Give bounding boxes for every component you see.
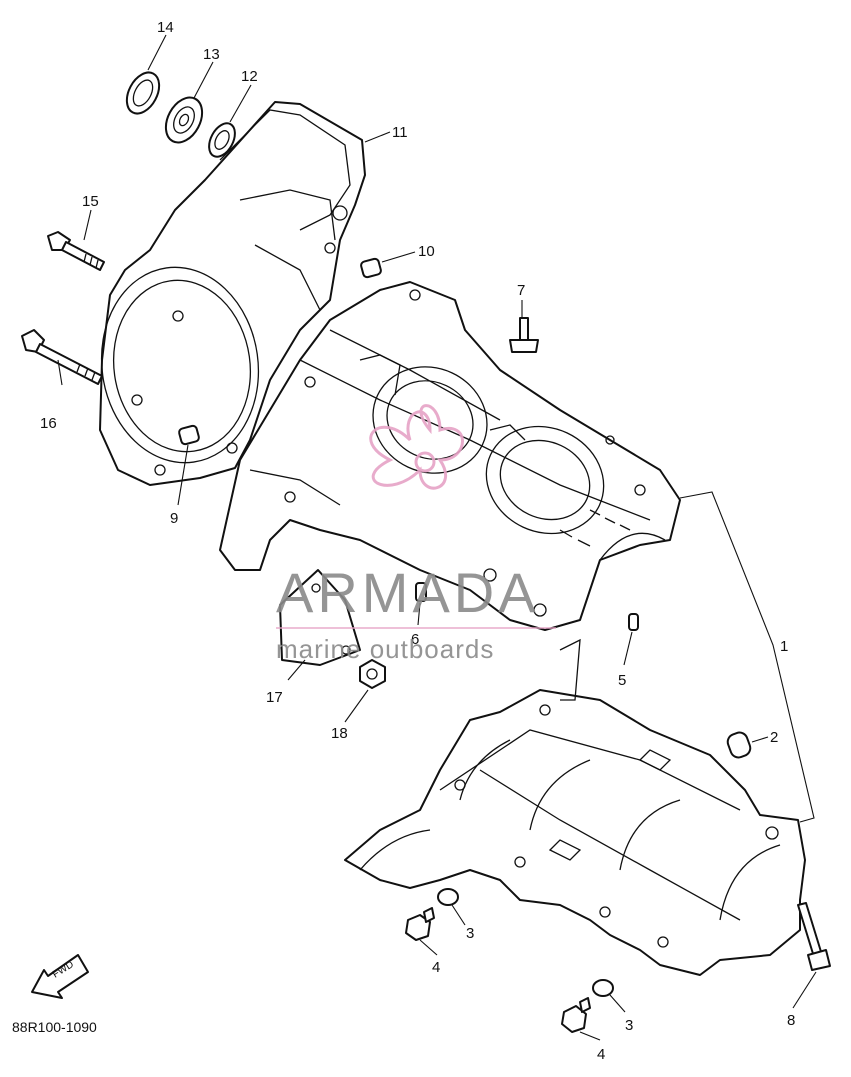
part-15-bolt bbox=[47, 231, 105, 271]
callout-3a: 3 bbox=[466, 925, 474, 942]
diagram-code: 88R100-1090 bbox=[12, 1019, 97, 1035]
callout-17: 17 bbox=[266, 689, 283, 706]
callout-10: 10 bbox=[418, 243, 435, 260]
part-2-dowel bbox=[726, 731, 752, 759]
callout-9: 9 bbox=[170, 510, 178, 527]
callout-11: 11 bbox=[392, 124, 408, 141]
callout-15: 15 bbox=[82, 193, 99, 210]
part-11-crankcase-cover bbox=[99, 101, 366, 486]
part-5-pin bbox=[628, 613, 639, 631]
callout-7: 7 bbox=[517, 282, 525, 299]
watermark-brand: ARMADA bbox=[276, 561, 540, 624]
part-9-dowel bbox=[178, 424, 200, 446]
part-12-bearing bbox=[208, 122, 236, 158]
watermark-logo-icon bbox=[369, 404, 464, 490]
part-4-bolt-b bbox=[561, 997, 591, 1033]
callout-labels: 1 2 3 3 4 4 5 6 7 8 9 10 11 12 13 14 15 … bbox=[40, 19, 795, 1063]
part-3-washer-a bbox=[437, 888, 459, 906]
forward-arrow-icon: FWD bbox=[31, 954, 89, 999]
leader-lines bbox=[57, 34, 817, 1041]
part-4-bolt-a bbox=[405, 907, 435, 941]
callout-3b: 3 bbox=[625, 1017, 633, 1034]
callout-4b: 4 bbox=[597, 1046, 605, 1063]
callout-4a: 4 bbox=[432, 959, 440, 976]
part-7-bolt bbox=[509, 317, 539, 353]
part-17-cover-plate bbox=[279, 569, 361, 666]
part-3-washer-b bbox=[592, 979, 614, 997]
callout-5: 5 bbox=[618, 672, 626, 689]
callout-14: 14 bbox=[157, 19, 174, 36]
watermark: ARMADA marine outboards bbox=[276, 404, 556, 664]
part-16-bolt bbox=[21, 329, 103, 385]
part-14-oil-seal bbox=[125, 71, 161, 115]
callout-18: 18 bbox=[331, 725, 348, 742]
crankcase-lower bbox=[344, 638, 806, 976]
callout-6: 6 bbox=[411, 631, 419, 648]
callout-13: 13 bbox=[203, 46, 220, 63]
part-13-bearing bbox=[164, 96, 204, 144]
part-6-pin bbox=[415, 582, 427, 602]
callout-12: 12 bbox=[241, 68, 258, 85]
callout-1: 1 bbox=[780, 638, 788, 655]
callout-16: 16 bbox=[40, 415, 57, 432]
callout-2: 2 bbox=[770, 729, 778, 746]
watermark-tagline: marine outboards bbox=[276, 634, 494, 664]
part-18-nut bbox=[359, 659, 386, 689]
part-8-long-bolt bbox=[797, 902, 831, 971]
callout-8: 8 bbox=[787, 1012, 795, 1029]
crankcase-upper bbox=[219, 281, 681, 631]
part-10-dowel bbox=[360, 257, 382, 279]
